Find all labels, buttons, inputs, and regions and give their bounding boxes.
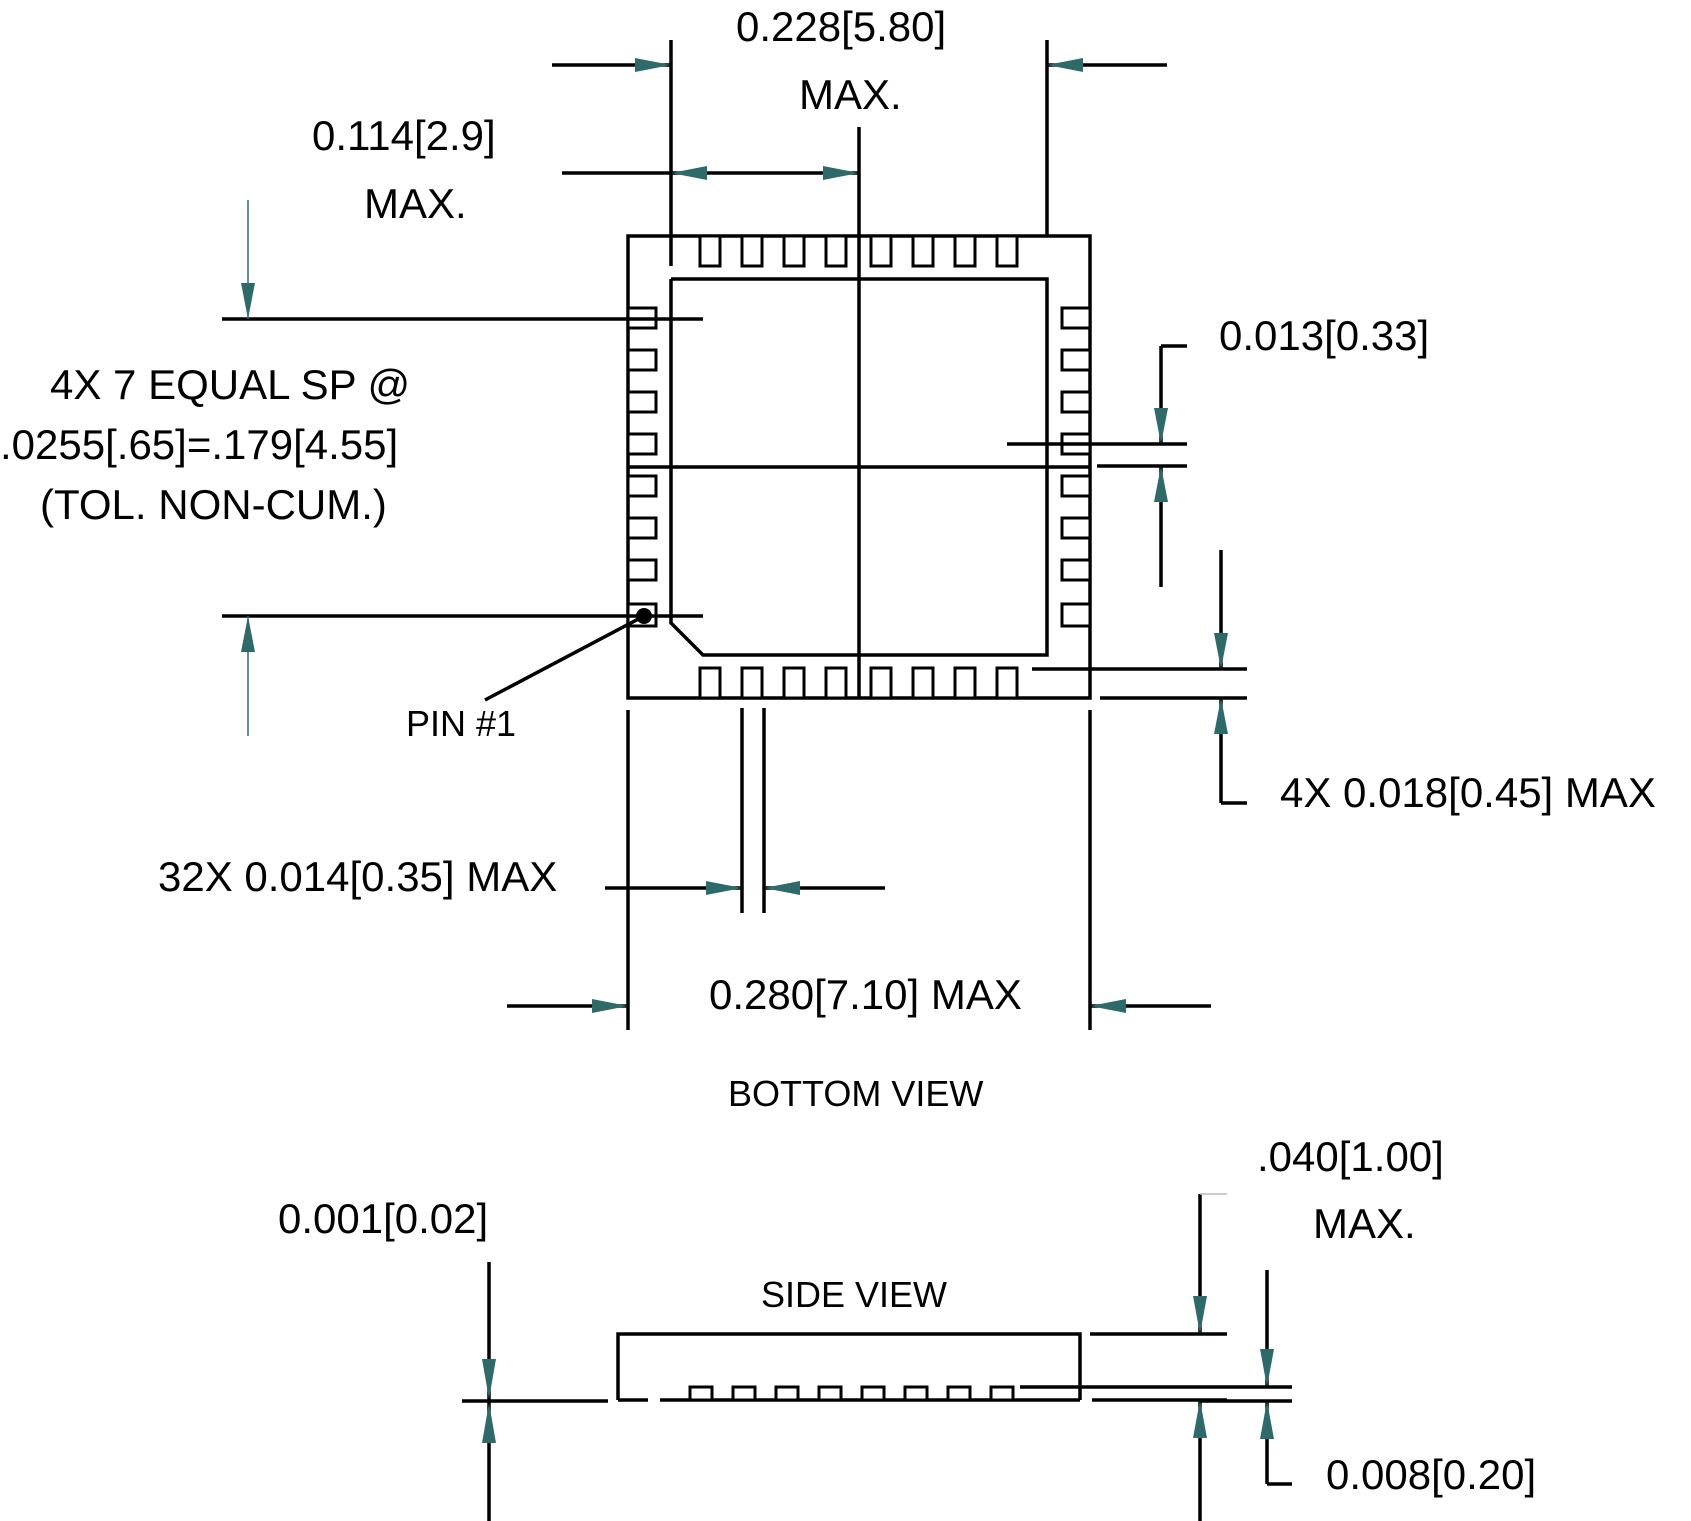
dim-standoff — [482, 1262, 496, 1521]
pad — [911, 234, 935, 268]
terminal — [817, 1385, 843, 1402]
pad — [782, 234, 806, 268]
dim-total-height — [1090, 1193, 1227, 1521]
pad — [626, 348, 658, 372]
pad — [1060, 602, 1092, 628]
pad — [626, 474, 658, 498]
dim-label-half-span-max: MAX. — [364, 180, 467, 227]
dim-body-width — [507, 710, 1211, 1030]
pad — [626, 558, 658, 582]
pad — [1060, 348, 1092, 372]
dim-label-pad-span-max: MAX. — [799, 71, 902, 118]
pad — [698, 666, 722, 700]
bottom-view — [222, 40, 1247, 1030]
pad — [911, 666, 935, 700]
dim-pad-height — [1007, 344, 1187, 587]
terminal — [688, 1385, 714, 1402]
terminal — [731, 1385, 757, 1402]
dim-label-total-height: .040[1.00] — [1257, 1133, 1444, 1180]
top-pad-row — [698, 234, 1019, 268]
dim-label-pad-width: 32X 0.014[0.35] MAX — [158, 853, 558, 900]
pad — [953, 234, 977, 268]
dim-label-half-span: 0.114[2.9] — [312, 112, 496, 159]
dim-label-pad-height: 0.013[0.33] — [1219, 312, 1430, 359]
pin1-leader-line — [484, 614, 645, 702]
pad — [626, 390, 658, 414]
pad — [1060, 516, 1092, 540]
side-terminal-row — [688, 1385, 1015, 1402]
dim-pad-width — [605, 708, 885, 913]
dim-half-span — [562, 166, 859, 180]
pad — [995, 666, 1019, 700]
pad — [1060, 474, 1092, 498]
pad — [782, 666, 806, 700]
pad — [626, 432, 658, 456]
terminal — [989, 1385, 1015, 1402]
pad — [869, 666, 893, 700]
pad — [626, 516, 658, 540]
dim-label-total-height-max: MAX. — [1313, 1200, 1416, 1247]
dim-corner-gap — [1032, 550, 1247, 805]
dim-terminal-thickness — [1020, 1270, 1292, 1486]
dim-pad-pitch — [222, 200, 703, 736]
pad — [953, 666, 977, 700]
pin1-label: PIN #1 — [406, 703, 517, 744]
pad — [740, 666, 764, 700]
terminal — [860, 1385, 886, 1402]
pad — [824, 234, 848, 268]
pad — [1060, 306, 1092, 330]
view-title-bottom: BOTTOM VIEW — [728, 1073, 984, 1114]
dim-label-standoff: 0.001[0.02] — [278, 1195, 489, 1242]
pad — [1060, 558, 1092, 582]
dim-label-terminal-thickness: 0.008[0.20] — [1326, 1451, 1537, 1498]
terminal — [946, 1385, 972, 1402]
pad — [698, 234, 722, 268]
view-title-side: SIDE VIEW — [761, 1274, 948, 1315]
terminal — [774, 1385, 800, 1402]
dim-label-corner-gap: 4X 0.018[0.45] MAX — [1280, 769, 1656, 816]
pad — [824, 666, 848, 700]
dim-pad-span — [552, 40, 1167, 266]
dim-label-pad-pitch-1: 4X 7 EQUAL SP @ — [50, 361, 411, 408]
bottom-pad-row — [698, 666, 1019, 700]
dim-label-pad-pitch-2: .0255[.65]=.179[4.55] — [0, 421, 399, 468]
side-body-outline — [616, 1332, 1082, 1400]
pad — [740, 234, 764, 268]
pad — [869, 234, 893, 268]
terminal — [903, 1385, 929, 1402]
pad — [995, 234, 1019, 268]
side-view — [462, 1193, 1292, 1521]
exposed-pad-outline — [669, 277, 1049, 657]
dim-label-pad-span: 0.228[5.80] — [736, 3, 947, 50]
dim-label-pad-pitch-3: (TOL. NON-CUM.) — [40, 481, 387, 528]
pad — [1060, 390, 1092, 414]
dim-label-body-width: 0.280[7.10] MAX — [709, 971, 1022, 1018]
